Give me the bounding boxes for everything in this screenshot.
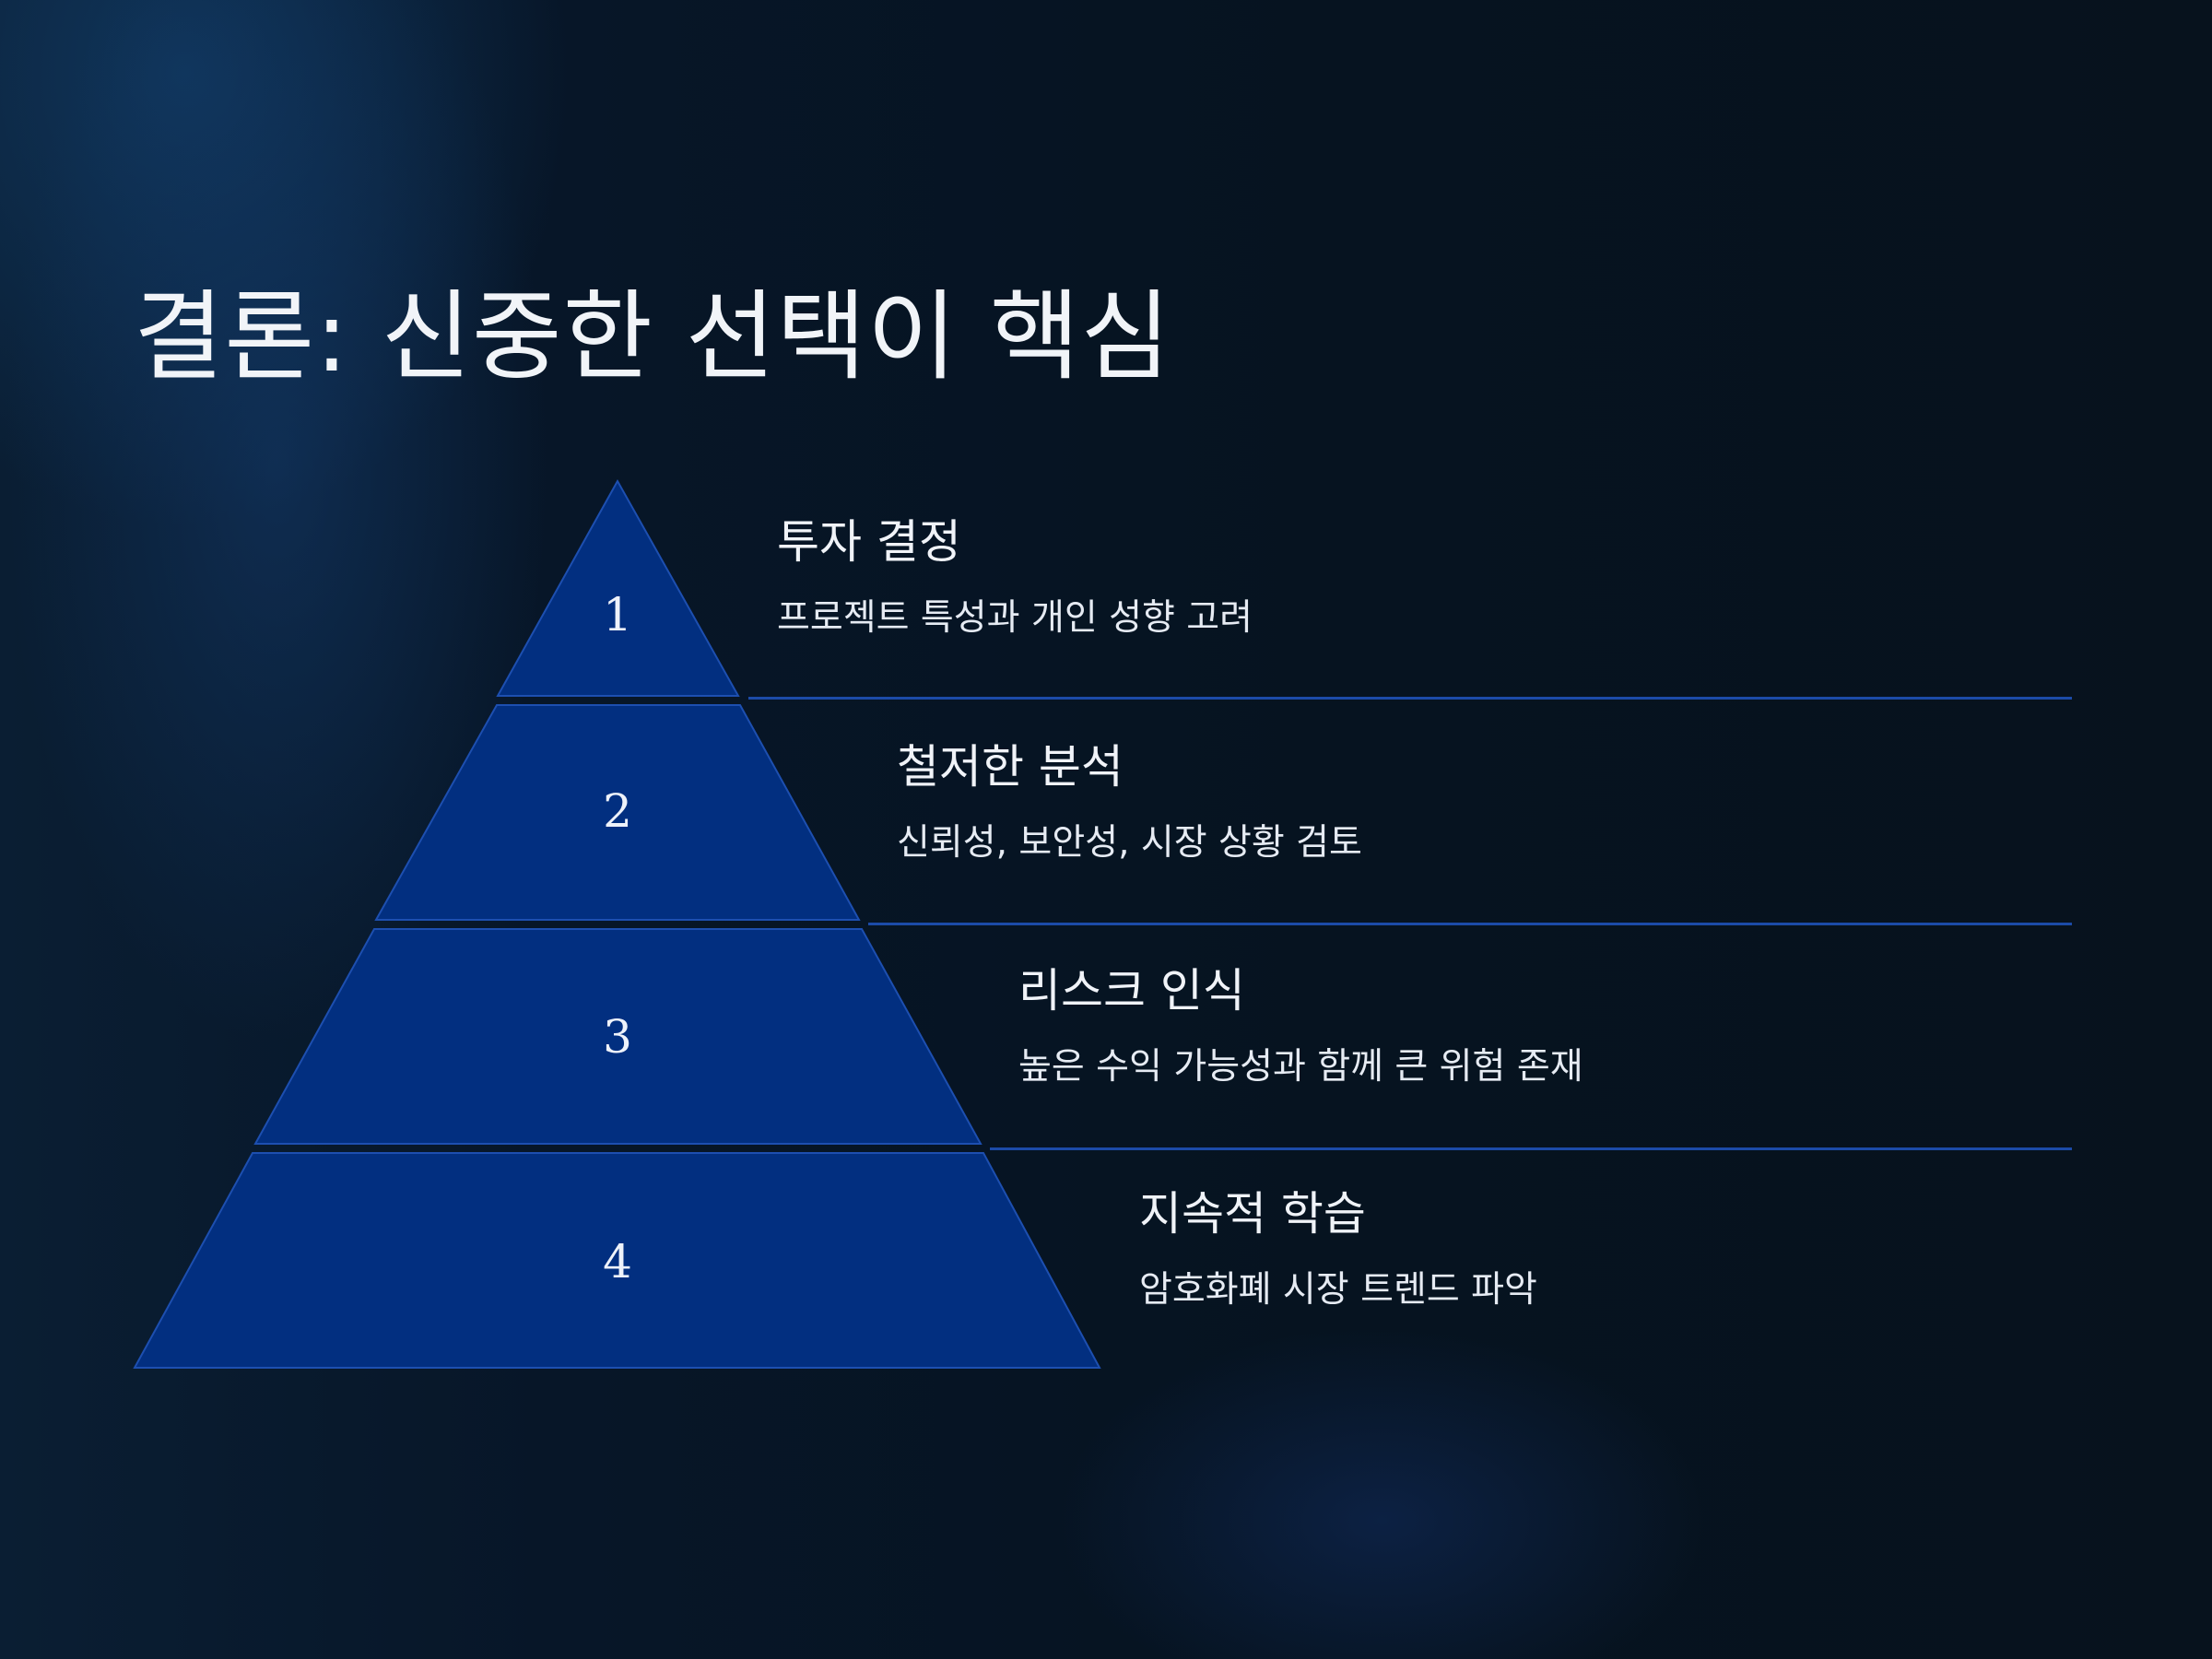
tier-3-text: 리스크 인식 높은 수익 가능성과 함께 큰 위험 존재	[1018, 963, 1583, 1089]
pyramid-tier-2	[374, 704, 861, 921]
tier-4-description: 암호화폐 시장 트렌드 파악	[1139, 1269, 1537, 1311]
tier-1-number: 1	[603, 588, 632, 641]
tier-3-description: 높은 수익 가능성과 함께 큰 위험 존재	[1018, 1046, 1583, 1088]
pyramid-tier-3	[253, 928, 982, 1145]
tier-2-text: 철저한 분석 신뢰성, 보안성, 시장 상황 검토	[897, 739, 1362, 865]
pyramid-tier-4	[133, 1152, 1101, 1369]
tier-1-heading: 투자 결정	[777, 515, 961, 569]
tier-1-text: 투자 결정 프로젝트 특성과 개인 성향 고려	[777, 514, 1253, 641]
tier-2-heading: 철저한 분석	[897, 740, 1124, 794]
tier-divider-3	[990, 1147, 2072, 1150]
tier-divider-1	[748, 697, 2072, 700]
tier-3-number: 3	[603, 1010, 632, 1064]
tier-1-description: 프로젝트 특성과 개인 성향 고려	[777, 597, 1253, 639]
pyramid-tier-1	[496, 478, 740, 697]
slide-title: 결론: 신중한 선택이 핵심	[134, 280, 1171, 394]
tier-3-heading: 리스크 인식	[1018, 964, 1245, 1018]
tier-4-heading: 지속적 학습	[1139, 1187, 1366, 1241]
tier-2-number: 2	[603, 784, 632, 838]
tier-4-text: 지속적 학습 암호화폐 시장 트렌드 파악	[1139, 1186, 1537, 1312]
tier-2-description: 신뢰성, 보안성, 시장 상황 검토	[897, 822, 1362, 864]
tier-divider-2	[868, 923, 2072, 925]
tier-4-number: 4	[603, 1235, 632, 1288]
